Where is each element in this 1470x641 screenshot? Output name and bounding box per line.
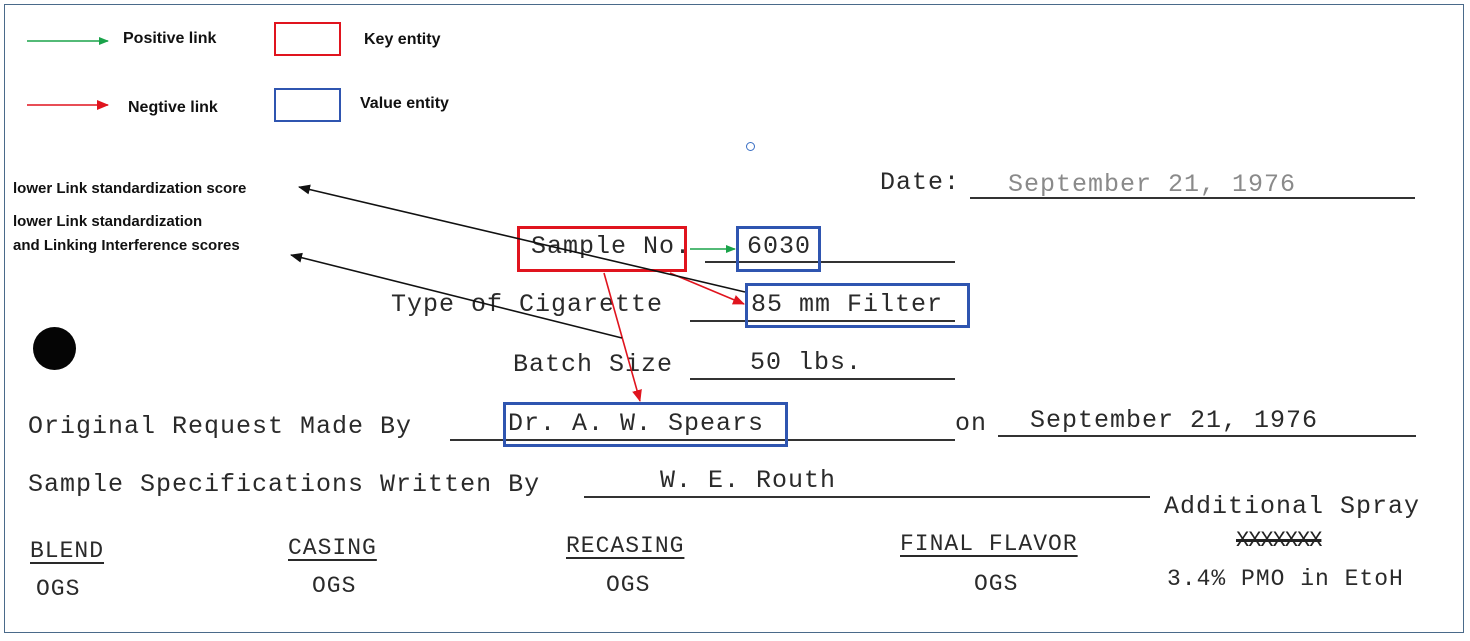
value-entity-box-sample-no xyxy=(736,226,821,272)
date-underline xyxy=(970,197,1415,199)
legend-negative-label: Negtive link xyxy=(128,99,218,116)
legend-key-swatch xyxy=(274,22,341,56)
legend-value-label: Value entity xyxy=(360,95,449,112)
column-header-recasing: RECASING xyxy=(566,533,685,559)
on-label: on xyxy=(955,409,988,438)
on-date-underline xyxy=(998,435,1416,437)
negative-link-arrow-type xyxy=(669,272,745,305)
legend-key-label: Key entity xyxy=(364,31,441,48)
spec-underline xyxy=(584,496,1150,498)
value-entity-box-request xyxy=(503,402,788,447)
spec-label: Sample Specifications Written By xyxy=(28,470,541,499)
on-date-value: September 21, 1976 xyxy=(1030,406,1319,435)
column-value-blend: OGS xyxy=(36,576,81,602)
spec-value: W. E. Routh xyxy=(660,466,837,495)
date-label: Date: xyxy=(880,168,961,197)
crossed-out-word: XXXXXXX xyxy=(1236,528,1322,553)
legend-positive-label: Positive link xyxy=(123,30,217,47)
column-value-casing: OGS xyxy=(312,573,357,599)
additional-spray-header: Additional Spray xyxy=(1164,492,1421,521)
cigarette-type-underline xyxy=(690,320,955,322)
annotation-arrow-standardization xyxy=(298,184,746,293)
key-entity-box-sample-no xyxy=(517,226,687,272)
spray-value: 3.4% PMO in EtoH xyxy=(1167,566,1404,592)
sample-no-label: Sample No. xyxy=(531,232,692,261)
negative-link-arrow-request xyxy=(603,272,642,402)
annotation-arrow-interference xyxy=(290,252,623,339)
note-link-interference-line1: lower Link standardization xyxy=(13,213,203,230)
value-entity-box-cigarette-type xyxy=(745,283,970,328)
column-header-casing: CASING xyxy=(288,535,377,561)
column-value-final-flavor: OGS xyxy=(974,571,1019,597)
legend-value-swatch xyxy=(274,88,341,122)
column-value-recasing: OGS xyxy=(606,572,651,598)
batch-size-label: Batch Size xyxy=(513,350,674,379)
request-underline xyxy=(450,439,955,441)
cigarette-type-value: 85 mm Filter xyxy=(751,290,944,319)
column-header-blend: BLEND xyxy=(30,538,105,564)
batch-size-underline xyxy=(690,378,955,380)
column-header-final-flavor: FINAL FLAVOR xyxy=(900,531,1078,557)
sample-no-underline xyxy=(705,261,955,263)
batch-size-value: 50 lbs. xyxy=(750,348,863,377)
request-label: Original Request Made By xyxy=(28,412,413,441)
ink-blot xyxy=(33,327,76,370)
note-link-interference-line2: and Linking Interference scores xyxy=(13,237,240,254)
figure-frame xyxy=(4,4,1464,633)
sample-no-value: 6030 xyxy=(747,232,812,261)
note-link-standardization: lower Link standardization score xyxy=(13,180,247,197)
request-value: Dr. A. W. Spears xyxy=(508,409,765,438)
small-circle-mark xyxy=(746,142,755,151)
date-value: September 21, 1976 xyxy=(1008,170,1297,199)
